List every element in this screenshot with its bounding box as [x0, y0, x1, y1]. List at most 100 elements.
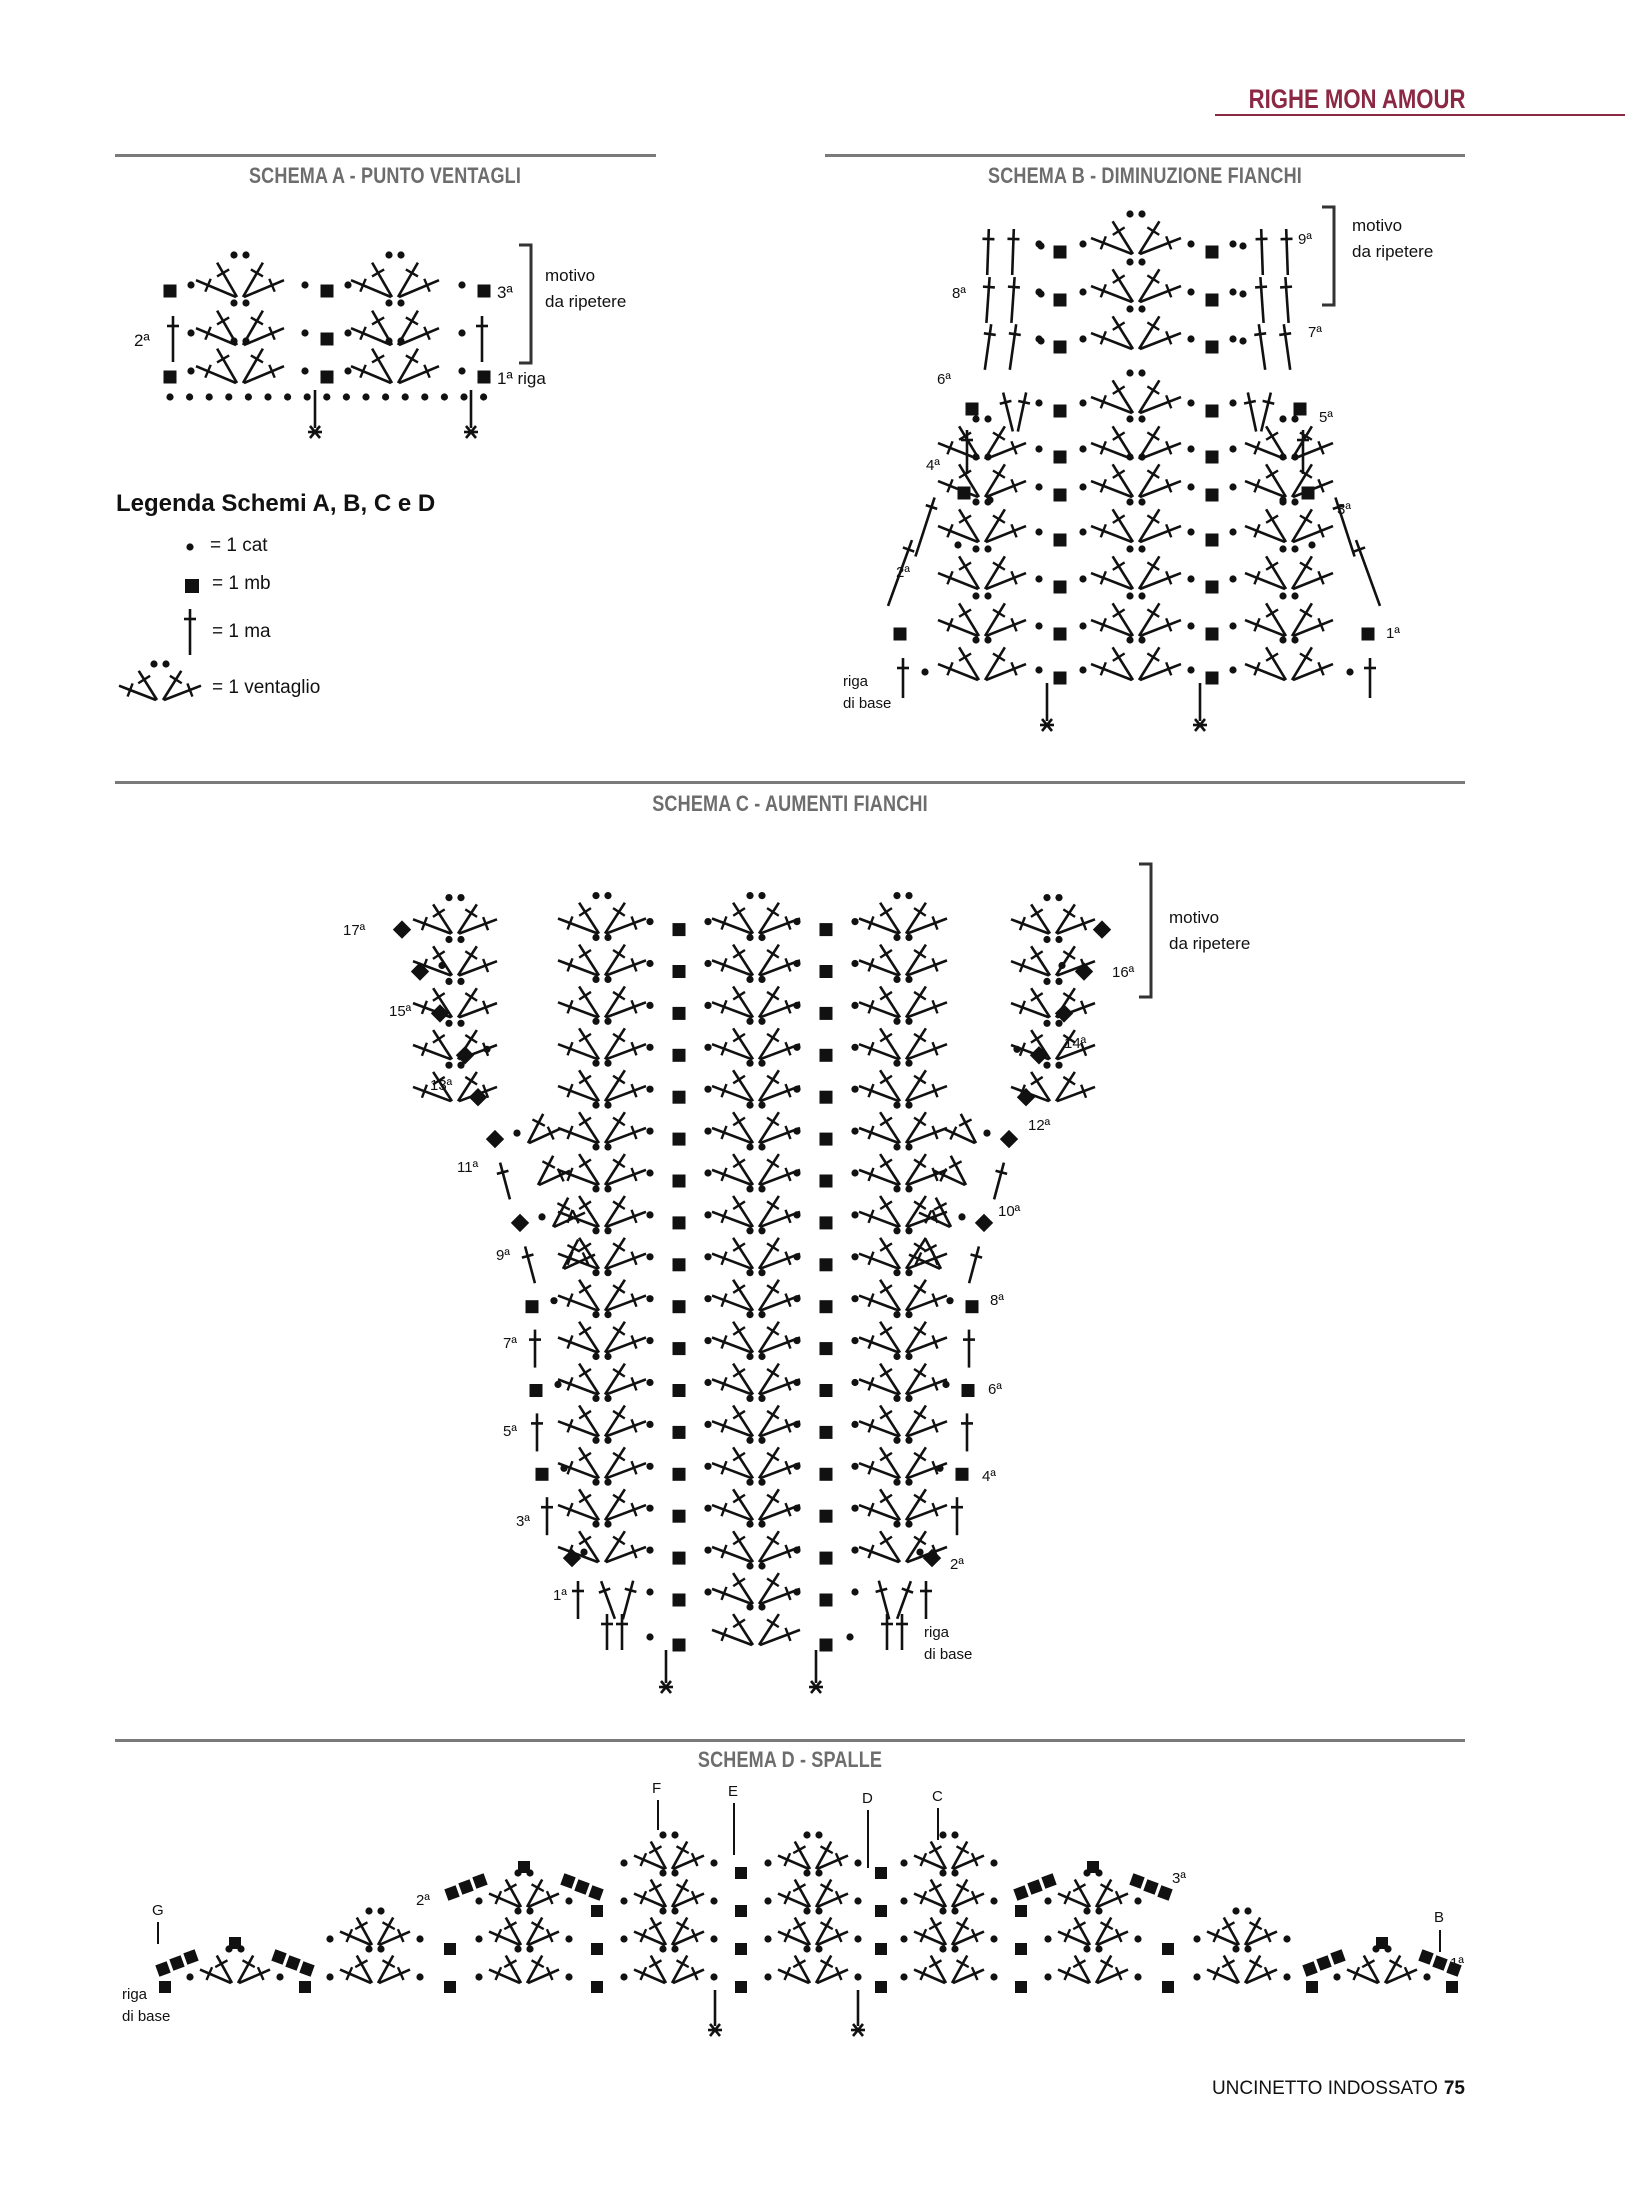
fan-stroke: [757, 1488, 780, 1521]
chain-dot-icon: [646, 1337, 654, 1345]
fan-stitch-icon: [1090, 369, 1182, 415]
chain-dot-icon: [580, 1548, 588, 1556]
chain-dot-icon: [646, 1169, 654, 1177]
single-crochet-square-icon: [444, 1943, 456, 1955]
single-crochet-square-icon: [875, 1981, 887, 1993]
fan-tick: [720, 1376, 728, 1391]
chain-dot-icon: [646, 1295, 654, 1303]
fan-tick: [216, 354, 230, 364]
chain-dot-icon: [1291, 545, 1299, 553]
fan-stroke: [488, 1968, 521, 1985]
fan-tick: [371, 316, 385, 326]
chain-dot-icon: [1035, 445, 1043, 453]
double-crochet-icon: [1254, 324, 1267, 370]
chain-dot-icon: [1035, 575, 1043, 583]
fan-tick: [939, 1168, 948, 1182]
single-crochet-square-icon: [444, 1981, 456, 1993]
fan-stroke: [759, 1628, 801, 1647]
fan-tick: [482, 1084, 490, 1099]
chain-dot-icon: [445, 977, 453, 986]
single-crochet-square-icon: [1074, 962, 1094, 981]
fan-tick: [648, 1883, 663, 1893]
fan-stroke: [456, 1071, 478, 1102]
fan-tick: [924, 1210, 933, 1224]
fan-tick: [879, 1535, 893, 1546]
fan-tick: [1317, 617, 1325, 632]
chain-dot-icon: [1126, 305, 1134, 313]
fan-tick: [268, 364, 276, 379]
double-crochet-icon: [895, 1580, 914, 1620]
fan-tick: [630, 916, 638, 930]
single-crochet-square-icon: [591, 1943, 603, 1955]
chain-dot-icon: [1291, 636, 1299, 644]
fan-tick: [879, 1200, 893, 1211]
fan-tick: [241, 1959, 256, 1969]
chain-dot-icon: [416, 1935, 424, 1943]
schema-b-rule: [825, 154, 1465, 157]
fan-stitch-icon: [488, 1945, 560, 1985]
double-crochet-icon: [992, 1162, 1008, 1200]
chain-dot-icon: [854, 1897, 862, 1905]
chain-dot-icon: [758, 1603, 766, 1611]
chain-dot-icon: [764, 1973, 772, 1981]
chain-dot-icon: [893, 1352, 901, 1361]
chain-dot-icon: [592, 1059, 600, 1067]
fan-stitch-icon: [1090, 636, 1182, 682]
fan-stroke: [137, 670, 159, 701]
double-crochet-bar: [496, 1169, 509, 1176]
chain-dot-icon: [1035, 528, 1043, 536]
fan-tick: [464, 908, 478, 918]
fan-tick: [867, 1167, 875, 1182]
fan-tick: [931, 1418, 939, 1433]
fan-tick: [913, 1368, 927, 1378]
chain-dot-icon: [244, 393, 252, 401]
chain-dot-icon: [554, 1380, 562, 1389]
fan-tick: [1080, 1042, 1088, 1057]
fan-tick: [1352, 1966, 1361, 1981]
fan-stroke: [879, 1153, 902, 1186]
single-crochet-square-icon: [999, 1129, 1019, 1149]
fan-tick: [612, 1074, 626, 1085]
chain-dot-icon: [1035, 399, 1043, 407]
fan-stitch-icon: [633, 1945, 705, 1985]
fan-tick: [931, 1125, 939, 1140]
fan-stroke: [711, 1042, 753, 1061]
fan-stroke: [603, 1279, 626, 1312]
chain-dot-icon: [646, 1420, 654, 1428]
fan-stroke: [732, 1572, 755, 1605]
single-crochet-square-icon: [672, 1048, 686, 1062]
single-crochet-square-icon: [1053, 627, 1067, 641]
fan-stroke: [1111, 646, 1135, 681]
chain-dot-icon: [1229, 483, 1237, 491]
fan-stroke: [536, 1155, 555, 1186]
single-crochet-square-icon: [735, 1905, 747, 1917]
fan-stroke: [759, 1420, 801, 1438]
chain-dot-icon: [538, 1213, 546, 1221]
chain-dot-icon: [1126, 369, 1134, 377]
fan-stroke: [904, 1320, 927, 1354]
double-crochet-icon: [999, 392, 1015, 432]
chain-dot-icon: [526, 1907, 534, 1915]
fan-tick: [556, 1202, 571, 1211]
fan-tick: [732, 1326, 746, 1336]
fan-tick: [1080, 916, 1088, 931]
fan-stroke: [1139, 618, 1182, 638]
chain-dot-icon: [646, 1253, 654, 1261]
fan-stroke: [879, 1446, 902, 1480]
chain-dot-icon: [1079, 622, 1087, 630]
fan-tick: [732, 1493, 746, 1504]
fan-stroke: [633, 1930, 666, 1947]
chain-dot-icon: [1291, 592, 1299, 600]
fan-tick: [913, 1409, 927, 1420]
fan-stroke: [605, 917, 647, 935]
fan-stitch-icon: [1090, 415, 1182, 461]
chain-dot-icon: [803, 1831, 811, 1839]
fan-stitch-icon: [1010, 977, 1096, 1019]
fan-tick: [720, 1502, 728, 1517]
fan-stitch-icon: [1090, 305, 1182, 351]
fan-tick: [955, 1845, 970, 1855]
fan-stroke: [759, 1378, 801, 1396]
chain-dot-icon: [758, 1436, 766, 1444]
fan-tick: [919, 1852, 928, 1867]
fan-tick: [834, 1852, 843, 1867]
